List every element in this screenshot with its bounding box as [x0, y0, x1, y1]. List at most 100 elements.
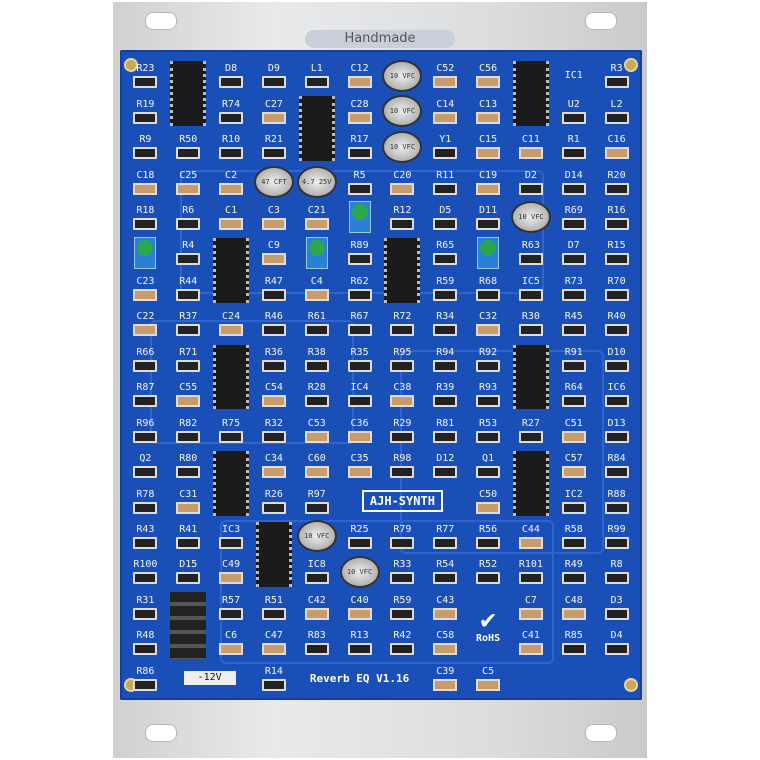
smd-resistor	[176, 288, 201, 301]
component-label: C35	[350, 453, 369, 465]
component-label: D11	[479, 204, 498, 216]
component: R63	[509, 235, 552, 270]
component: R18	[124, 200, 167, 235]
smd-resistor	[604, 359, 629, 372]
component-label: D3	[610, 594, 623, 606]
smd-resistor	[561, 288, 586, 301]
trimmer-knob[interactable]	[351, 204, 368, 221]
component-label: R4	[182, 240, 195, 252]
component-label: R31	[136, 594, 155, 606]
component: R25	[338, 519, 381, 554]
component-label: C24	[222, 311, 241, 323]
smd-resistor	[518, 182, 543, 195]
component: R37	[167, 306, 210, 341]
trimmer-potentiometer[interactable]	[134, 236, 157, 269]
component-label: R96	[136, 417, 155, 429]
component-label: C12	[350, 63, 369, 75]
component-label: D4	[610, 630, 623, 642]
trimmer-potentiometer[interactable]	[348, 201, 371, 234]
component-label: R35	[350, 346, 369, 358]
component: R15	[595, 235, 638, 270]
component: Q1	[467, 448, 510, 483]
component-label: R44	[179, 275, 198, 287]
component: IC3	[210, 519, 253, 554]
smd-resistor	[561, 359, 586, 372]
component: R42	[381, 625, 424, 660]
component: R16	[595, 200, 638, 235]
smd-resistor	[433, 253, 458, 266]
component: D2	[509, 164, 552, 199]
trimmer-knob[interactable]	[308, 239, 325, 256]
trimmer-potentiometer[interactable]	[305, 236, 328, 269]
component: R101	[509, 554, 552, 589]
power-header[interactable]	[170, 591, 207, 659]
component-label: C16	[607, 134, 626, 146]
component-label: R87	[136, 382, 155, 394]
smd-resistor	[604, 607, 629, 620]
component: R48	[124, 625, 167, 660]
component-label: C15	[479, 134, 498, 146]
component: IC5	[509, 271, 552, 306]
component: R64	[552, 377, 595, 412]
component-label: D14	[564, 169, 583, 181]
smd-resistor	[561, 111, 586, 124]
component-label: L2	[610, 98, 623, 110]
component-label: D9	[267, 63, 280, 75]
smd-resistor	[347, 536, 372, 549]
trimmer-potentiometer[interactable]	[477, 236, 500, 269]
component: R56	[467, 519, 510, 554]
component: R68	[467, 271, 510, 306]
component-label: R84	[607, 453, 626, 465]
smd-capacitor	[476, 501, 501, 514]
component-label: C11	[521, 134, 540, 146]
electrolytic-capacitor: 10 VFC	[339, 555, 380, 588]
component-label: IC3	[222, 523, 241, 535]
component-label: R47	[264, 275, 283, 287]
component: R17	[338, 129, 381, 164]
trace	[400, 350, 604, 554]
component-label: R3	[610, 63, 623, 75]
component: C50	[467, 483, 510, 518]
component: C27	[252, 93, 295, 128]
component-label: R59	[436, 275, 455, 287]
smd-resistor	[304, 395, 329, 408]
component-label: C36	[350, 417, 369, 429]
ic1-label: IC1	[564, 70, 583, 82]
component: C20	[381, 164, 424, 199]
smd-capacitor	[304, 217, 329, 230]
mounting-slot-bottom-right	[585, 724, 617, 742]
smd-resistor	[433, 147, 458, 160]
component: R73	[552, 271, 595, 306]
smd-resistor	[604, 182, 629, 195]
mounting-slot-top-right	[585, 12, 617, 30]
smd-resistor	[347, 359, 372, 372]
smd-resistor	[133, 217, 158, 230]
smd-resistor	[604, 324, 629, 337]
component: R50	[167, 129, 210, 164]
smd-capacitor	[261, 111, 286, 124]
component-label: L1	[310, 63, 323, 75]
component-label: C1	[225, 204, 238, 216]
smd-resistor	[133, 359, 158, 372]
electrolytic-capacitor: 10 VFC	[382, 95, 423, 128]
component-label: R20	[607, 169, 626, 181]
trimmer-knob[interactable]	[480, 239, 497, 256]
smd-capacitor	[476, 147, 501, 160]
smd-resistor	[261, 607, 286, 620]
component-label: C2	[225, 169, 238, 181]
component: R99	[595, 519, 638, 554]
trimmer-knob[interactable]	[137, 239, 154, 256]
component-label: R100	[133, 559, 158, 571]
component-label: R34	[436, 311, 455, 323]
smd-capacitor	[133, 182, 158, 195]
component: R96	[124, 412, 167, 447]
component-label: R48	[136, 630, 155, 642]
component-label: R32	[264, 417, 283, 429]
smd-capacitor	[390, 182, 415, 195]
trace	[150, 320, 354, 444]
component: R100	[124, 554, 167, 589]
smd-resistor	[476, 572, 501, 585]
component-label: R101	[518, 559, 543, 571]
component: D12	[424, 448, 467, 483]
component-label: C40	[350, 594, 369, 606]
